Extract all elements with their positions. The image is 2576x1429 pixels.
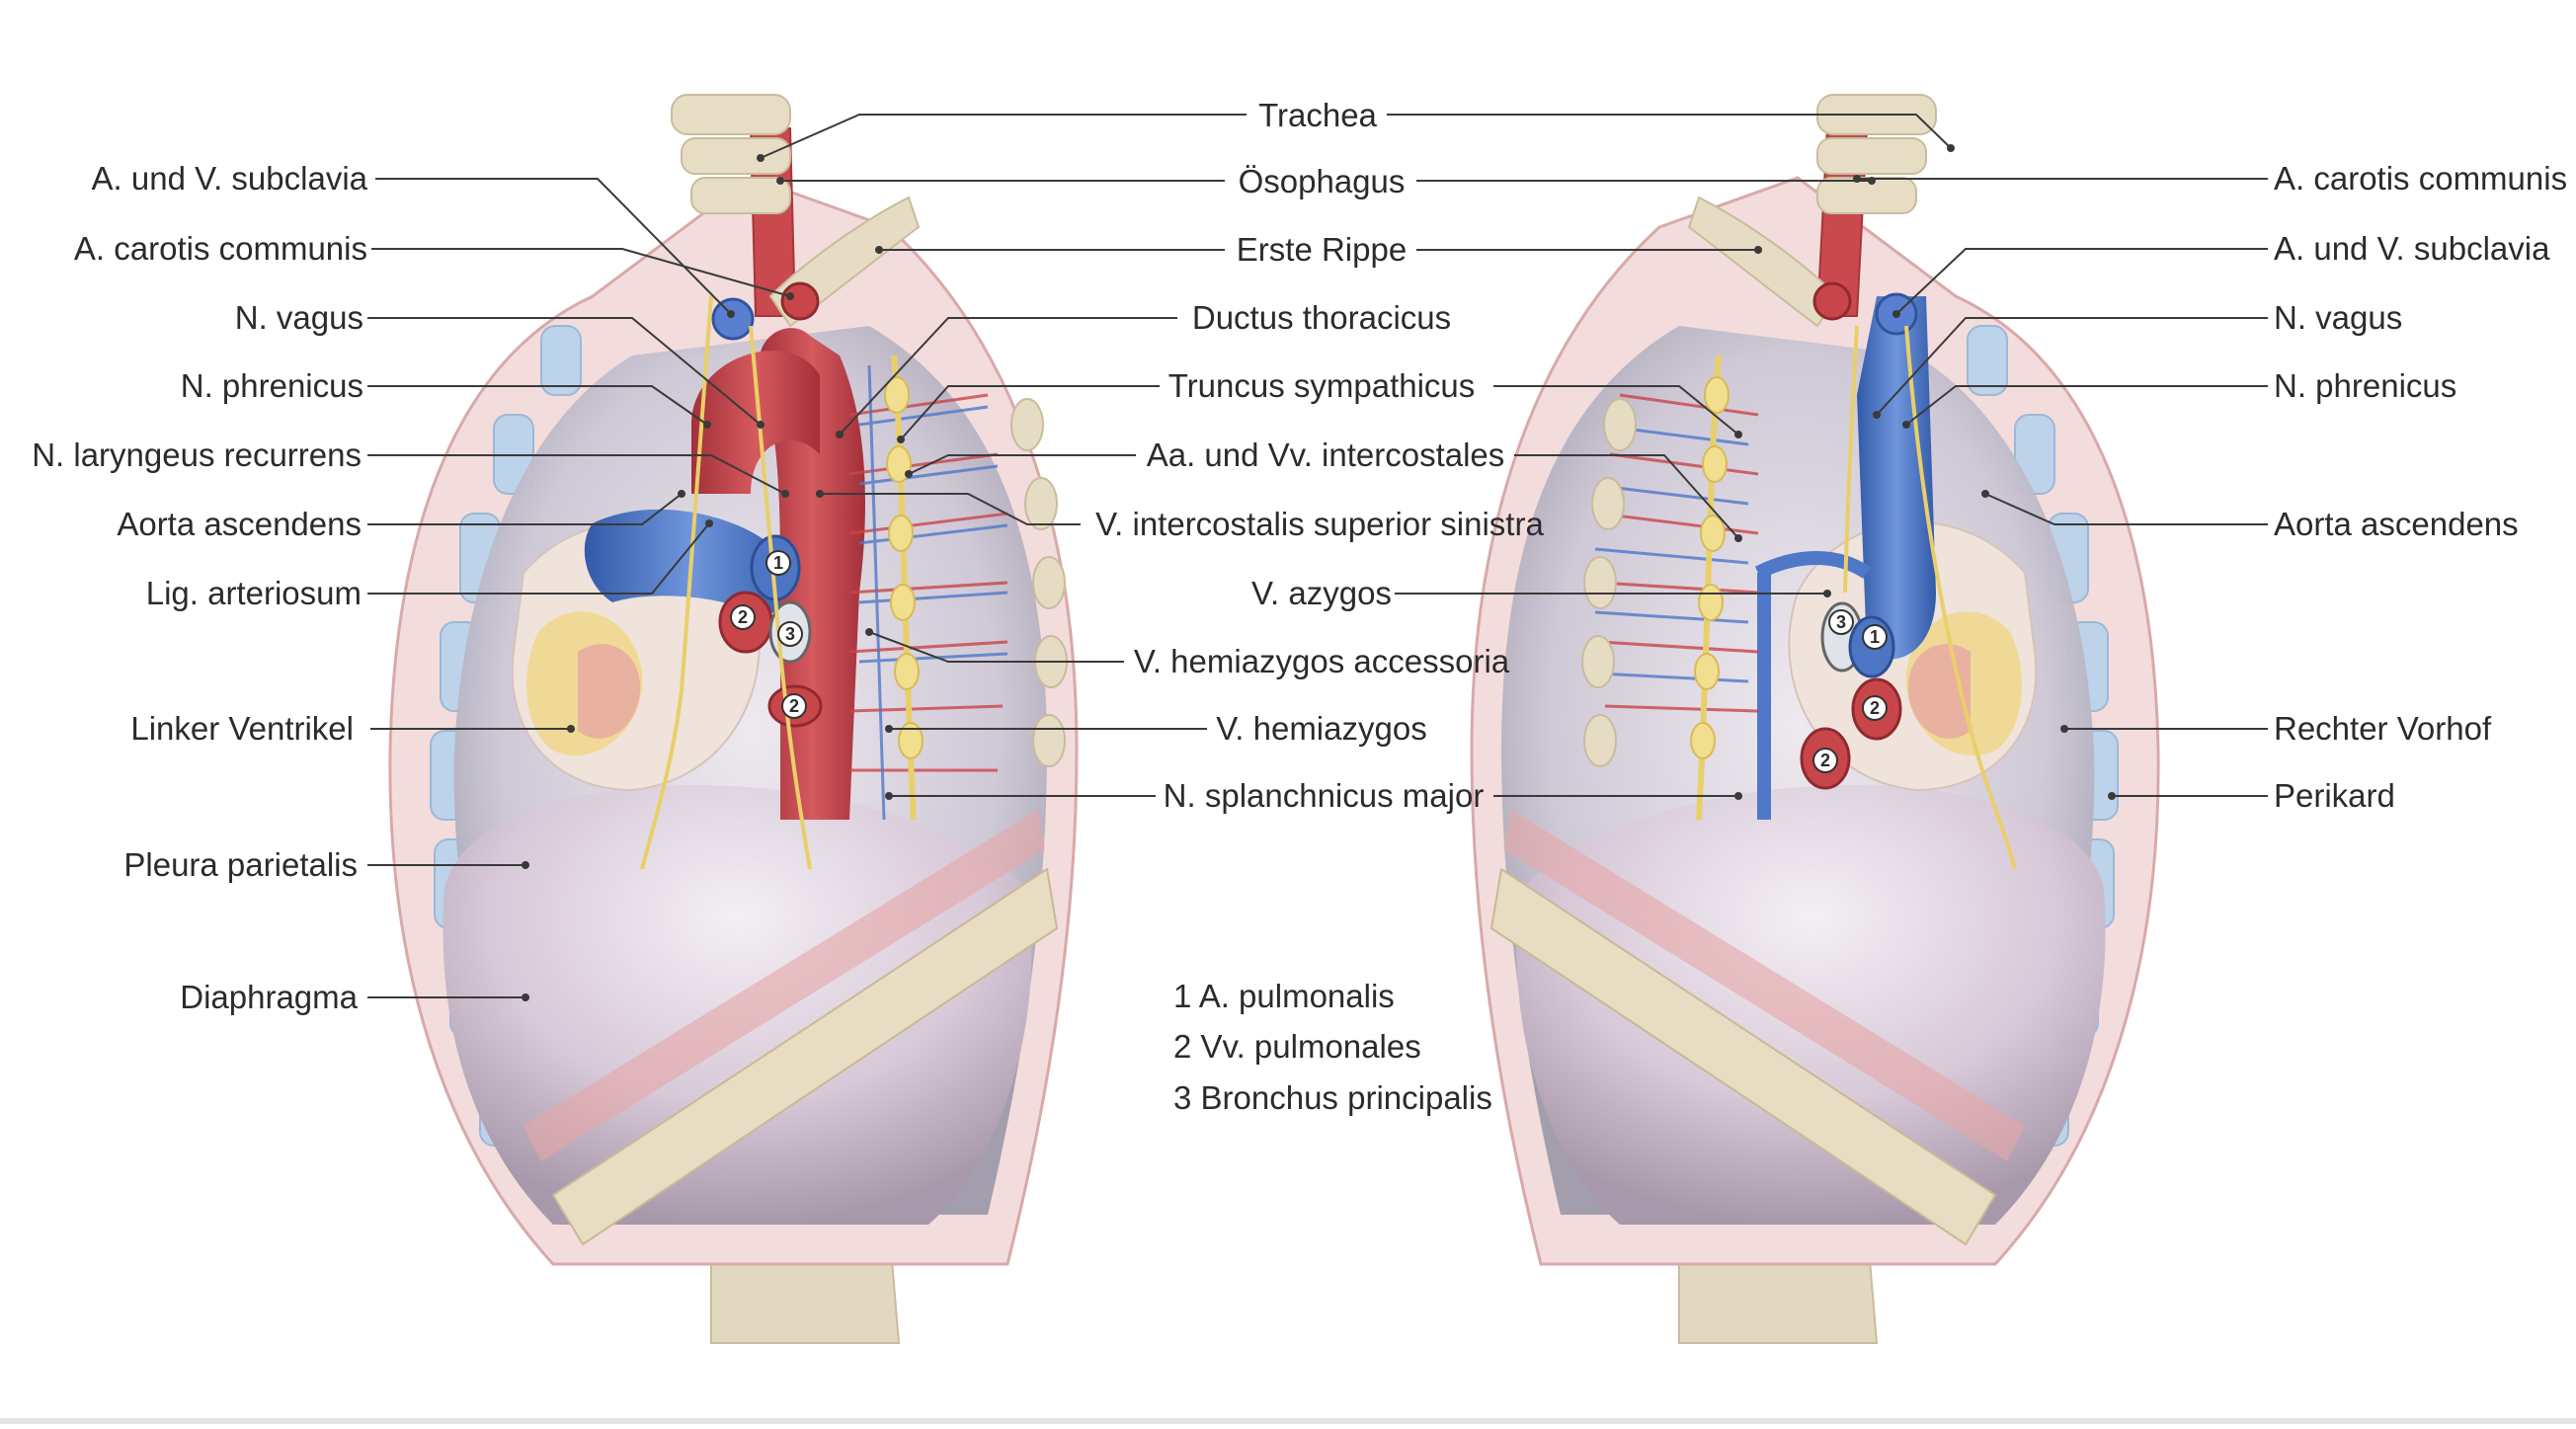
marker-2-right-a: 2	[1862, 695, 1888, 721]
label-diaphragma: Diaphragma	[180, 979, 358, 1015]
label-n-phrenicus-left: N. phrenicus	[181, 367, 363, 404]
svg-text:2: 2	[1820, 751, 1830, 770]
legend-item-bronchus: 3 Bronchus principalis	[1173, 1079, 1492, 1116]
left-thorax	[388, 94, 1079, 1344]
number-markers: 1 2 3 2 3 1 2 2	[730, 550, 1888, 773]
marker-1-left: 1	[765, 550, 791, 576]
label-a-carotis-communis-right: A. carotis communis	[2274, 160, 2567, 197]
label-n-splanchnicus-major: N. splanchnicus major	[1164, 777, 1485, 814]
label-rechter-vorhof: Rechter Vorhof	[2274, 710, 2492, 747]
right-thorax	[1470, 94, 2160, 1344]
label-v-azygos: V. azygos	[1251, 575, 1392, 611]
svg-text:2: 2	[789, 696, 799, 716]
label-perikard: Perikard	[2274, 777, 2395, 814]
marker-2-right-b: 2	[1812, 748, 1838, 773]
legend-item-pulmonales: 2 Vv. pulmonales	[1173, 1028, 1421, 1065]
svg-text:1: 1	[1870, 627, 1880, 647]
label-v-hemiazygos-accessoria: V. hemiazygos accessoria	[1134, 643, 1510, 679]
label-a-carotis-communis-left: A. carotis communis	[74, 230, 367, 267]
leader-lines	[367, 114, 2268, 1001]
right-labels: A. carotis communis A. und V. subclavia …	[2274, 160, 2567, 814]
label-a-und-v-subclavia-right: A. und V. subclavia	[2274, 230, 2550, 267]
svg-text:3: 3	[785, 624, 795, 644]
legend: 1 A. pulmonalis 2 Vv. pulmonales 3 Bronc…	[1173, 978, 1492, 1116]
label-truncus-sympathicus: Truncus sympathicus	[1168, 367, 1476, 404]
left-labels: A. und V. subclavia A. carotis communis …	[32, 160, 367, 1015]
label-oesophagus: Ösophagus	[1239, 163, 1406, 199]
label-trachea: Trachea	[1258, 97, 1377, 133]
label-n-vagus-left: N. vagus	[235, 299, 363, 336]
svg-text:3: 3	[1836, 612, 1846, 632]
marker-2-left-a: 2	[730, 604, 756, 630]
label-pleura-parietalis: Pleura parietalis	[123, 846, 358, 883]
bottom-rule	[0, 1418, 2576, 1424]
label-n-laryngeus-recurrens: N. laryngeus recurrens	[32, 437, 362, 473]
label-aa-und-vv-intercostales: Aa. und Vv. intercostales	[1147, 437, 1505, 473]
marker-1-right: 1	[1862, 624, 1888, 650]
label-lig-arteriosum: Lig. arteriosum	[146, 575, 362, 611]
center-labels: Trachea Ösophagus Erste Rippe Ductus tho…	[1095, 97, 1544, 814]
label-a-und-v-subclavia-left: A. und V. subclavia	[92, 160, 368, 197]
label-v-intercostalis-superior-sinistra: V. intercostalis superior sinistra	[1095, 506, 1544, 542]
label-erste-rippe: Erste Rippe	[1237, 231, 1407, 268]
svg-text:2: 2	[1870, 698, 1880, 718]
legend-item-pulmonalis: 1 A. pulmonalis	[1173, 978, 1395, 1014]
label-aorta-ascendens-left: Aorta ascendens	[117, 506, 362, 542]
svg-text:2: 2	[738, 607, 748, 627]
label-n-vagus-right: N. vagus	[2274, 299, 2402, 336]
svg-text:1: 1	[773, 553, 783, 573]
marker-3-right: 3	[1828, 609, 1854, 635]
label-v-hemiazygos: V. hemiazygos	[1216, 710, 1426, 747]
marker-3-left: 3	[777, 621, 803, 647]
label-ductus-thoracicus: Ductus thoracicus	[1192, 299, 1451, 336]
label-aorta-ascendens-right: Aorta ascendens	[2274, 506, 2519, 542]
label-linker-ventrikel: Linker Ventrikel	[130, 710, 354, 747]
marker-2-left-b: 2	[781, 693, 807, 719]
label-n-phrenicus-right: N. phrenicus	[2274, 367, 2456, 404]
